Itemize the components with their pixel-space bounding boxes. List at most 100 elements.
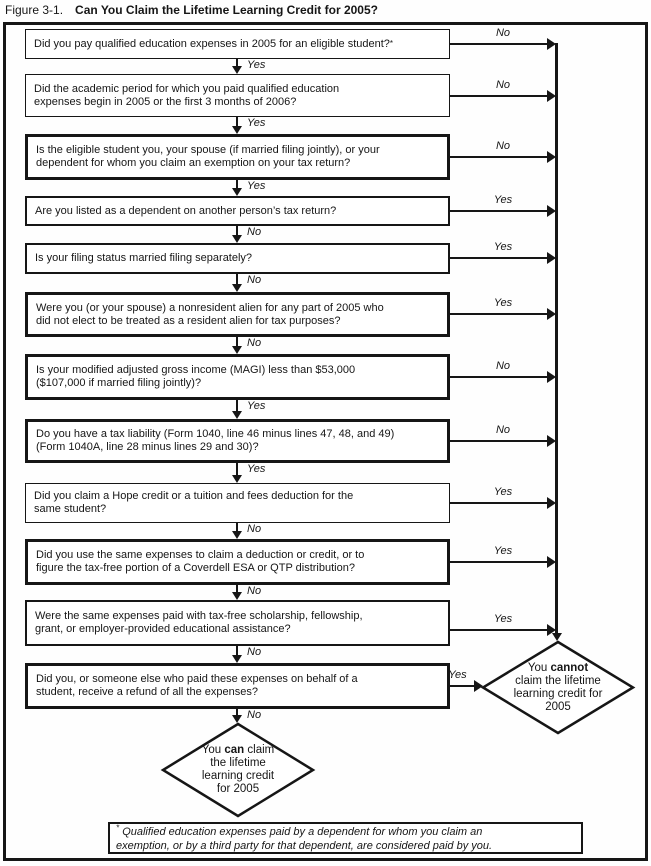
footnote-text: Qualified education expenses paid by a d…: [116, 826, 493, 852]
outcome-text: You can claim the lifetime learning cred…: [160, 722, 316, 818]
arrowhead-down-icon: [232, 66, 242, 74]
arrowhead-right-icon: [474, 680, 483, 692]
arrow-shaft: [450, 502, 549, 504]
arrow-shaft: [450, 629, 549, 631]
arrowhead-right-icon: [547, 435, 556, 447]
arrow-label: No: [247, 226, 262, 238]
arrow-shaft: [236, 523, 238, 532]
arrow-shaft: [450, 156, 549, 158]
question-text: Did the academic period for which you pa…: [34, 82, 340, 108]
arrowhead-down-icon: [232, 531, 242, 539]
figure-title-text: Can You Claim the Lifetime Learning Cred…: [75, 3, 378, 17]
arrow-label: Yes: [247, 59, 266, 71]
question-box-5: Is your filing status married filing sep…: [25, 243, 450, 274]
question-text: Were you (or your spouse) a nonresident …: [36, 301, 384, 327]
question-text: Is your filing status married filing sep…: [35, 252, 253, 264]
arrow-label: No: [495, 27, 511, 39]
arrowhead-down-icon: [232, 592, 242, 600]
arrowhead-down-icon: [232, 475, 242, 483]
figure-label: Figure 3-1.: [5, 3, 64, 17]
arrow-shaft: [450, 685, 476, 687]
arrow-label: Yes: [247, 117, 266, 129]
arrow-shaft: [236, 585, 238, 593]
outcome-pre: You: [201, 744, 225, 756]
question-text: Were the same expenses paid with tax-fre…: [35, 610, 363, 635]
outcome-cannot-diamond: You cannot claim the lifetime learning c…: [480, 640, 636, 735]
arrowhead-right-icon: [547, 252, 556, 264]
arrow-label: Yes: [493, 486, 513, 498]
question-text: Did you claim a Hope credit or a tuition…: [34, 490, 354, 515]
outcome-pre: You: [527, 661, 551, 674]
question-box-1: Did you pay qualified education expenses…: [25, 29, 450, 59]
question-box-7: Is your modified adjusted gross income (…: [25, 354, 450, 400]
arrow-label: Yes: [493, 194, 513, 206]
arrow-shaft: [450, 257, 549, 259]
arrowhead-right-icon: [547, 497, 556, 509]
diamond-shape: [160, 722, 316, 818]
arrow-label: No: [495, 79, 511, 91]
arrow-label: No: [247, 274, 262, 286]
question-box-6: Were you (or your spouse) a nonresident …: [25, 292, 450, 337]
arrow-label: Yes: [448, 669, 467, 681]
arrowhead-down-icon: [232, 126, 242, 134]
outcome-post: claim the lifetime learning credit for 2…: [201, 744, 275, 795]
footnote-box: * Qualified education expenses paid by a…: [108, 822, 583, 854]
outcome-text: You cannot claim the lifetime learning c…: [480, 640, 636, 735]
arrow-shaft: [236, 709, 238, 716]
question-text: Did you, or someone else who paid these …: [36, 673, 358, 698]
question-box-9: Did you claim a Hope credit or a tuition…: [25, 483, 450, 523]
arrow-shaft: [450, 376, 549, 378]
collector-shaft: [555, 43, 558, 634]
arrowhead-right-icon: [547, 90, 556, 102]
arrowhead-down-icon: [232, 235, 242, 243]
arrowhead-down-icon: [232, 346, 242, 354]
arrowhead-down-icon: [552, 633, 562, 641]
arrow-shaft: [236, 59, 238, 67]
arrow-label: No: [247, 709, 262, 721]
arrow-label: Yes: [493, 613, 513, 625]
arrow-shaft: [236, 646, 238, 656]
question-text: Did you pay qualified education expenses…: [34, 37, 390, 50]
arrow-shaft: [236, 337, 238, 347]
question-box-12: Did you, or someone else who paid these …: [25, 663, 450, 709]
outcome-bold: cannot: [550, 661, 589, 674]
arrowhead-down-icon: [232, 284, 242, 292]
arrowhead-right-icon: [547, 624, 556, 636]
arrow-shaft: [450, 43, 549, 45]
footnote-marker: *: [116, 823, 120, 833]
arrowhead-down-icon: [232, 411, 242, 419]
question-box-10: Did you use the same expenses to claim a…: [25, 539, 450, 585]
arrow-shaft: [236, 117, 238, 127]
arrow-label: Yes: [247, 400, 266, 412]
arrow-shaft: [236, 180, 238, 189]
arrow-label: Yes: [493, 241, 513, 253]
outcome-bold: can: [224, 744, 245, 756]
question-box-8: Do you have a tax liability (Form 1040, …: [25, 419, 450, 463]
question-text: Is your modified adjusted gross income (…: [36, 364, 356, 389]
arrow-shaft: [236, 463, 238, 476]
question-text: Are you listed as a dependent on another…: [35, 204, 337, 217]
arrow-shaft: [450, 561, 549, 563]
arrowhead-down-icon: [232, 715, 242, 723]
arrow-shaft: [236, 226, 238, 236]
arrowhead-right-icon: [547, 371, 556, 383]
arrow-label: No: [247, 523, 262, 535]
arrowhead-right-icon: [547, 205, 556, 217]
arrow-label: No: [247, 585, 262, 597]
question-box-4: Are you listed as a dependent on another…: [25, 196, 450, 226]
arrow-label: No: [495, 360, 511, 372]
question-text: Do you have a tax liability (Form 1040, …: [36, 428, 395, 453]
arrow-shaft: [236, 400, 238, 412]
question-box-2: Did the academic period for which you pa…: [25, 74, 450, 117]
arrow-label: No: [495, 424, 511, 436]
arrow-label: No: [247, 646, 262, 658]
arrow-label: No: [247, 337, 262, 349]
arrow-shaft: [236, 274, 238, 285]
figure-title: Figure 3-1. Can You Claim the Lifetime Le…: [5, 3, 378, 17]
arrowhead-down-icon: [232, 188, 242, 196]
arrow-label: Yes: [493, 545, 513, 557]
arrow-label: No: [495, 140, 511, 152]
outcome-can-diamond: You can claim the lifetime learning cred…: [160, 722, 316, 818]
question-text: Did you use the same expenses to claim a…: [36, 549, 365, 574]
